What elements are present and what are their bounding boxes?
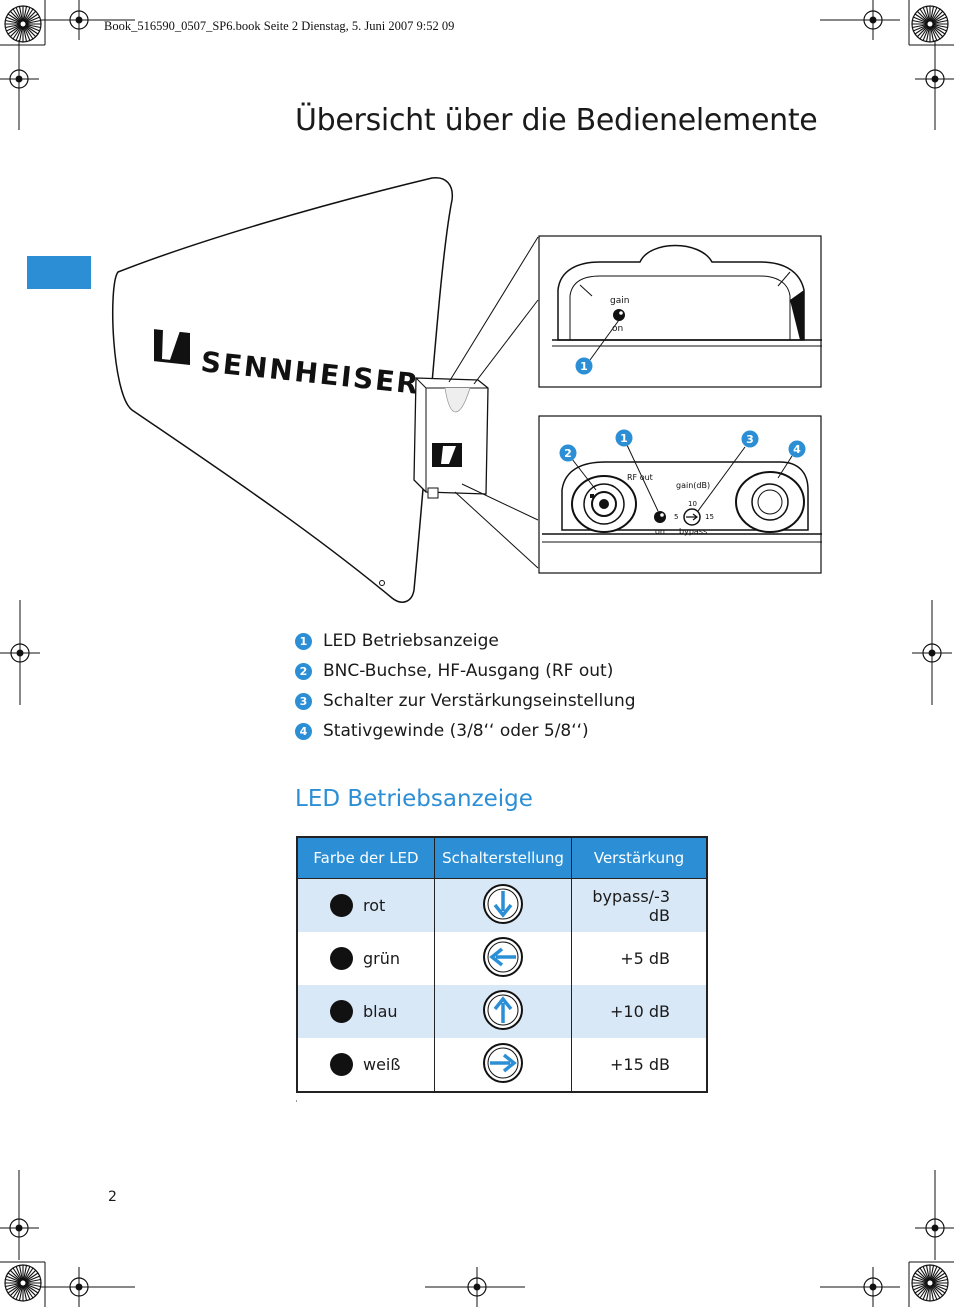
- legend-item: 2 BNC-Buchse, HF-Ausgang (RF out): [295, 656, 795, 686]
- controls-legend: 1 LED Betriebsanzeige 2 BNC-Buchse, HF-A…: [295, 626, 795, 746]
- bypass-label: bypass: [679, 527, 707, 536]
- led-color-cell: rot: [297, 878, 435, 932]
- print-header: Book_516590_0507_SP6.book Seite 2 Dienst…: [104, 19, 455, 33]
- top-callout-number: 1: [580, 360, 588, 373]
- table-row: blau +10 dB: [297, 985, 707, 1038]
- led-color-label: rot: [363, 896, 386, 915]
- legend-item: 3 Schalter zur Verstärkungseinstellung: [295, 686, 795, 716]
- callout-bottom-view: RF out gain(dB) 10 5 15 on bypass 2 1 3 …: [538, 415, 822, 574]
- header-led-color: Farbe der LED: [297, 837, 435, 879]
- led-status-table: Farbe der LED Schalterstellung Verstärku…: [296, 836, 708, 1093]
- led-color-label: blau: [363, 1002, 398, 1021]
- gain-db-label: gain(dB): [676, 481, 710, 490]
- legend-number: 3: [295, 692, 312, 710]
- switch-cell: [434, 985, 572, 1038]
- switch-15-label: 15: [705, 513, 714, 521]
- callout-top-view: gain on 1: [538, 235, 822, 388]
- page-number: 2: [108, 1189, 117, 1205]
- bottom-on-label: on: [655, 527, 665, 536]
- table-row: weiß +15 dB: [297, 1038, 707, 1092]
- legend-text: BNC-Buchse, HF-Ausgang (RF out): [323, 661, 614, 681]
- stray-mark: [296, 1100, 297, 1102]
- legend-number: 4: [295, 722, 312, 740]
- led-color-cell: weiß: [297, 1038, 435, 1092]
- switch-10-label: 10: [688, 500, 697, 508]
- header-switch-position: Schalterstellung: [434, 837, 572, 879]
- gain-value: +15 dB: [610, 1055, 670, 1074]
- switch-5-label: 5: [674, 513, 678, 521]
- header-gain: Verstärkung: [571, 837, 707, 879]
- antenna-paddle: [112, 177, 454, 603]
- led-dot-icon: [330, 947, 353, 970]
- page-title: Übersicht über die Bedienelemente: [295, 103, 818, 138]
- arrow-down-icon: [483, 883, 523, 924]
- bottom-callout-2: 2: [564, 447, 572, 460]
- led-dot-icon: [330, 1053, 353, 1076]
- legend-number: 2: [295, 662, 312, 680]
- switch-cell: [434, 1038, 572, 1092]
- rf-out-label: RF out: [627, 473, 653, 482]
- led-color-cell: grün: [297, 932, 435, 985]
- gain-value: +10 dB: [571, 985, 707, 1038]
- led-color-cell: blau: [297, 985, 435, 1038]
- switch-cell: [434, 878, 572, 932]
- legend-text: Stativgewinde (3/8‘‘ oder 5/8‘‘): [323, 721, 589, 741]
- table-header-row: Farbe der LED Schalterstellung Verstärku…: [297, 837, 707, 879]
- switch-cell: [434, 932, 572, 985]
- led-dot-icon: [330, 1000, 353, 1023]
- section-title: LED Betriebsanzeige: [295, 786, 533, 812]
- table-row: rot bypass/-3 dB: [297, 878, 707, 932]
- bottom-callout-4: 4: [793, 443, 801, 456]
- gain-value: +5 dB: [620, 949, 670, 968]
- legend-number: 1: [295, 632, 312, 650]
- legend-text: LED Betriebsanzeige: [323, 631, 499, 651]
- led-color-label: weiß: [363, 1055, 401, 1074]
- top-gain-label: gain: [610, 296, 629, 306]
- arrow-right-icon: [483, 1042, 523, 1083]
- gain-value: bypass/-3 dB: [571, 878, 707, 932]
- bottom-callout-1: 1: [620, 432, 628, 445]
- top-on-label: on: [612, 324, 623, 334]
- legend-text: Schalter zur Verstärkungseinstellung: [323, 691, 636, 711]
- chapter-tab: [27, 256, 91, 289]
- led-color-label: grün: [363, 949, 401, 968]
- led-dot-icon: [330, 894, 353, 917]
- amplifier-box: [413, 377, 489, 499]
- arrow-up-icon: [483, 989, 523, 1030]
- arrow-left-icon: [483, 936, 523, 977]
- table-row: grün +5 dB: [297, 932, 707, 985]
- legend-item: 1 LED Betriebsanzeige: [295, 626, 795, 656]
- antenna-illustration: SENNHEISER gain on 1: [112, 177, 822, 603]
- bottom-callout-3: 3: [746, 433, 754, 446]
- legend-item: 4 Stativgewinde (3/8‘‘ oder 5/8‘‘): [295, 716, 795, 746]
